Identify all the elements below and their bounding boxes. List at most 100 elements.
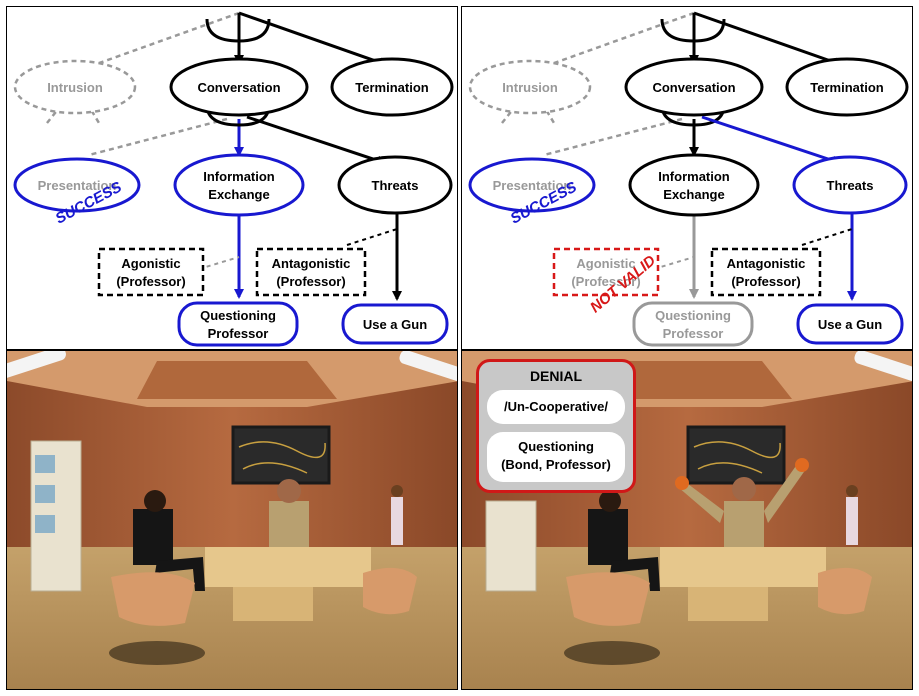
node-questioning-label-1: Questioning: [655, 308, 731, 323]
node-antagonistic: [710, 247, 822, 297]
chair-left-shadow: [564, 641, 660, 665]
node-threats-label: Threats: [827, 178, 874, 193]
chair-right: [363, 567, 417, 615]
node-information-exchange: [628, 153, 760, 217]
edge-root-intrusion: [531, 11, 695, 73]
node-use-a-gun: [341, 303, 449, 345]
agent-body: [133, 509, 173, 565]
node-conversation-label: Conversation: [197, 80, 280, 95]
node-presentation-label: Presentation: [38, 178, 117, 193]
action-pill: Questioning (Bond, Professor): [487, 432, 625, 482]
node-use-a-gun-label: Use a Gun: [818, 317, 882, 332]
node-antagonistic-label-1: Antagonistic: [727, 256, 806, 271]
node-information-label-1: Information: [658, 169, 730, 184]
professor-arms-raised: [678, 463, 806, 523]
node-agonistic-label-1: Agonistic: [121, 256, 180, 271]
node-termination: [330, 57, 454, 117]
ceiling-light-right: [854, 351, 912, 383]
bookshelf: [485, 500, 537, 592]
edge-conv-threats: [701, 115, 842, 166]
emotion-state-label: /Un-Cooperative/: [503, 399, 608, 414]
edge-root-termination: [693, 11, 844, 68]
node-agonistic-label-1: Agonistic: [576, 256, 635, 271]
desk-front: [688, 587, 768, 621]
wall-map-lines: [693, 441, 781, 474]
woman-figure: [846, 497, 858, 545]
node-threats-label: Threats: [372, 178, 419, 193]
agent-head: [599, 490, 621, 512]
agent-body: [588, 509, 628, 565]
node-information-label-1: Information: [203, 169, 275, 184]
node-use-a-gun: [796, 303, 904, 345]
node-agonistic-label-2: (Professor): [116, 274, 185, 289]
woman-head: [846, 485, 858, 497]
node-presentation: [468, 157, 596, 213]
chair-right: [818, 567, 872, 615]
node-questioning-professor: [177, 301, 299, 347]
node-agonistic-label-2: (Professor): [571, 274, 640, 289]
not-valid-graph-svg: Intrusion Conversation Termination Prese…: [468, 11, 909, 347]
ceiling-light-right: [399, 351, 457, 383]
node-information-label-2: Exchange: [208, 187, 269, 202]
professor-body: [724, 501, 764, 547]
edge-root-loop: [205, 18, 271, 43]
node-termination-label: Termination: [355, 80, 428, 95]
wall-map: [686, 425, 786, 485]
edge-agonistic-link: [198, 256, 240, 270]
bookshelf-books: [35, 455, 55, 473]
action-label-2: (Bond, Professor): [501, 457, 611, 472]
edge-root-intrusion: [76, 11, 240, 73]
node-conversation: [169, 57, 309, 117]
edge-root-termination: [238, 11, 389, 68]
professor-head: [732, 477, 756, 501]
woman-figure: [391, 497, 403, 545]
node-presentation-label: Presentation: [493, 178, 572, 193]
node-questioning-label-2: Professor: [208, 326, 269, 341]
professor-hand-left: [675, 476, 689, 490]
node-threats: [792, 155, 908, 215]
denial-state-overlay: DENIAL /Un-Cooperative/ Questioning (Bon…: [476, 359, 636, 493]
node-termination: [785, 57, 909, 117]
edge-conv-presentation: [88, 117, 228, 157]
chair-left-shadow: [109, 641, 205, 665]
agent-head: [144, 490, 166, 512]
scene-render-calm: [6, 350, 458, 690]
node-antagonistic-label-2: (Professor): [276, 274, 345, 289]
wall-map: [231, 425, 331, 485]
node-questioning-label-2: Professor: [663, 326, 724, 341]
edge-conv-presentation: [543, 117, 683, 157]
node-questioning-label-1: Questioning: [200, 308, 276, 323]
node-information-exchange: [173, 153, 305, 217]
node-intrusion-label: Intrusion: [502, 80, 558, 95]
professor-hand-right: [795, 458, 809, 472]
node-antagonistic-label-2: (Professor): [731, 274, 800, 289]
woman-head: [391, 485, 403, 497]
edge-conv-loop: [205, 104, 271, 127]
node-use-a-gun-label: Use a Gun: [363, 317, 427, 332]
desk: [205, 547, 371, 587]
node-conversation: [624, 57, 764, 117]
bookshelf-books: [35, 485, 55, 503]
professor-head: [277, 479, 301, 503]
node-intrusion: [468, 59, 592, 115]
office-scene-svg: [7, 351, 457, 689]
agent-legs: [610, 557, 660, 591]
chair-left: [111, 572, 195, 626]
node-termination-label: Termination: [810, 80, 883, 95]
bookshelf-books: [35, 515, 55, 533]
chair-left: [566, 572, 650, 626]
denial-title: DENIAL: [529, 368, 583, 384]
desk-front: [233, 587, 313, 621]
professor-body: [269, 501, 309, 547]
node-information-label-2: Exchange: [663, 187, 724, 202]
action-label-1: Questioning: [518, 439, 594, 454]
node-threats: [337, 155, 453, 215]
node-antagonistic: [255, 247, 367, 297]
node-agonistic: [97, 247, 205, 297]
panel-graph-not-valid: Intrusion Conversation Termination Prese…: [461, 6, 913, 350]
wall-map-lines: [238, 441, 326, 474]
agent-legs: [155, 557, 205, 591]
edge-root-loop: [660, 18, 726, 43]
ceiling-panel: [137, 361, 337, 399]
emotion-state-pill: /Un-Cooperative/: [487, 390, 625, 424]
